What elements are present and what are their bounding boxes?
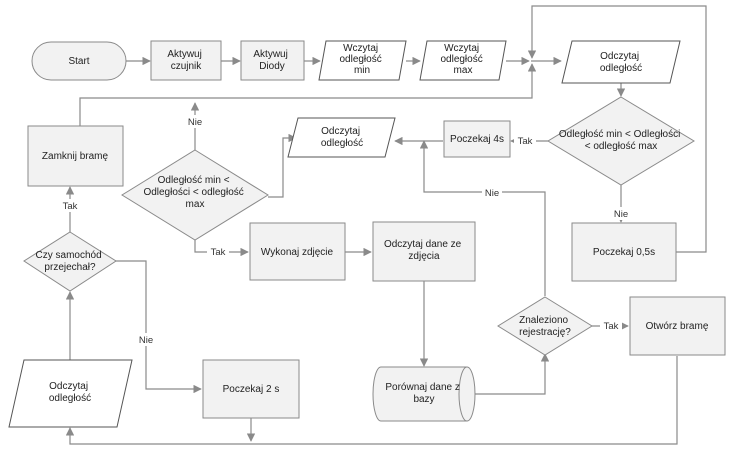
node-znaleziono-line1: Znaleziono [519, 315, 568, 326]
svg-text:Porównaj dane z bazy: Porównaj dane z bazy [385, 382, 462, 405]
node-wykonaj-zdjecie[interactable]: Wykonaj zdjęcie [249, 222, 346, 281]
node-odczytaj-top-line2: odległość [600, 63, 642, 74]
node-decision-mid[interactable]: Odległość min < Odległości < odległość m… [121, 149, 269, 241]
node-odczytaj-bottom-line2: odległość [49, 393, 91, 404]
node-odczytaj-mid-line1: Odczytaj [321, 126, 360, 137]
node-decision-right-line1: Odległość min < Odległości [559, 129, 680, 140]
node-decision-right-line2: < odległość max [585, 141, 658, 152]
edge-porownaj-to-znaleziono [475, 353, 550, 395]
node-odczytaj-dane-line1: Odczytaj dane ze [384, 239, 462, 250]
node-porownaj-line1: Porównaj dane z [385, 382, 460, 393]
node-wykonaj-zdjecie-label: Wykonaj zdjęcie [261, 247, 334, 258]
node-poczekaj-2s[interactable]: Poczekaj 2 s [202, 359, 300, 419]
node-wczytaj-min-line1: Wczytaj [343, 43, 378, 54]
node-wczytaj-max-line1: Wczytaj [444, 43, 479, 54]
node-odczytaj-dane[interactable]: Odczytaj dane ze zdjęcia [372, 221, 476, 282]
edge-label-nie-mid: Nie [188, 117, 202, 128]
node-aktywuj-diody-line1: Aktywuj [253, 49, 287, 60]
edge-label-tak-zdjecie: Tak [211, 247, 226, 258]
node-czy-samochod-line1: Czy samochód [36, 250, 102, 261]
node-otworz-brame-label: Otwórz bramę [646, 321, 709, 332]
edge-zamknij-to-merge [79, 63, 537, 126]
node-otworz-brame[interactable]: Otwórz bramę [629, 296, 726, 356]
node-decision-mid-line3: max [186, 199, 205, 210]
node-odczytaj-bottom-line1: Odczytaj [49, 381, 88, 392]
node-decision-mid-line1: Odległość min < [158, 175, 230, 186]
svg-text:Odczytaj dane ze zdjęcia: Odczytaj dane ze zdjęcia [384, 239, 464, 262]
node-znaleziono[interactable]: Znaleziono rejestrację? [497, 296, 593, 356]
svg-text:Wczytaj odległość: Wczytaj odległość max [440, 43, 485, 76]
edge-otworz-to-bottom [65, 356, 678, 445]
node-porownaj-line2: bazy [413, 394, 434, 405]
node-aktywuj-czujnik-line2: czujnik [171, 61, 203, 72]
svg-text:Odczytaj odległość: Odczytaj odległość [600, 51, 642, 74]
svg-text:Czy samochód przejechał?: Czy samochód przejechał? [36, 250, 105, 273]
node-zamknij-brame[interactable]: Zamknij bramę [27, 125, 124, 187]
node-aktywuj-czujnik[interactable]: Aktywuj czujnik [150, 40, 222, 81]
svg-text:Odległość min < Odległości: Odległość min < Odległości < odległość m… [559, 129, 683, 152]
edge-labels: Tak Nie Nie Tak Nie Tak Nie Tak [59, 115, 631, 346]
node-porownaj[interactable]: Porównaj dane z bazy [372, 366, 476, 422]
edge-poczekaj05-loop [527, 5, 707, 253]
edge-czy-nie [115, 260, 202, 394]
node-odczytaj-dane-line2: zdjęcia [408, 251, 440, 262]
node-zamknij-brame-label: Zamknij bramę [42, 151, 109, 162]
node-wczytaj-min-line3: min [354, 65, 370, 76]
node-wczytaj-max-line3: max [454, 65, 473, 76]
svg-text:Odległość min < Odległoś: Odległość min < Odległości < odległość m… [143, 175, 246, 210]
node-wczytaj-min[interactable]: Wczytaj odległość min [318, 40, 407, 81]
node-odczytaj-top-line1: Odczytaj [600, 51, 639, 62]
node-start[interactable]: Start [31, 41, 127, 81]
node-poczekaj-4s[interactable]: Poczekaj 4s [443, 120, 511, 158]
svg-text:Odczytaj odległość: Odczytaj odległość [49, 381, 91, 404]
node-decision-mid-line2: Odległości < odległość [143, 187, 243, 198]
edge-label-nie-05s: Nie [614, 209, 628, 220]
edge-label-tak-zamknij: Tak [63, 201, 78, 212]
node-czy-samochod-line2: przejechał? [44, 262, 96, 273]
node-wczytaj-min-line2: odległość [339, 54, 381, 65]
node-odczytaj-mid-line2: odległość [321, 138, 363, 149]
node-start-label: Start [68, 56, 89, 67]
edge-label-tak-otworz: Tak [604, 321, 619, 332]
node-aktywuj-czujnik-line1: Aktywuj [167, 49, 201, 60]
node-poczekaj-2s-label: Poczekaj 2 s [223, 384, 280, 395]
node-znaleziono-line2: rejestrację? [519, 327, 571, 338]
svg-text:Odczytaj odległość: Odczytaj odległość [321, 126, 363, 149]
edge-label-nie-znaleziono: Nie [485, 188, 499, 199]
edge-label-tak-4s: Tak [518, 136, 533, 147]
node-odczytaj-top[interactable]: Odczytaj odległość [561, 40, 681, 84]
node-odczytaj-bottom[interactable]: Odczytaj odległość [8, 359, 133, 428]
node-odczytaj-mid[interactable]: Odczytaj odległość [287, 117, 396, 158]
edge-mid-decision-tak [194, 240, 249, 257]
node-decision-right[interactable]: Odległość min < Odległości < odległość m… [547, 96, 695, 186]
node-poczekaj-05s-label: Poczekaj 0,5s [593, 247, 655, 258]
node-aktywuj-diody-line2: Diody [259, 61, 285, 72]
svg-text:Wczytaj odległość: Wczytaj odległość min [339, 43, 384, 76]
edge-label-nie-2s: Nie [139, 335, 153, 346]
node-wczytaj-max-line2: odległość [440, 54, 482, 65]
svg-text:Aktywuj czujnik: Aktywuj czujnik [167, 49, 204, 72]
svg-text:Znaleziono rejestrację?: Znaleziono rejestrację? [519, 315, 571, 338]
node-poczekaj-05s[interactable]: Poczekaj 0,5s [571, 222, 677, 282]
node-poczekaj-4s-label: Poczekaj 4s [450, 134, 504, 145]
node-aktywuj-diody[interactable]: Aktywuj Diody [240, 40, 305, 81]
edge-mid-decision-to-odczytaj-mid [268, 133, 297, 198]
node-czy-samochod[interactable]: Czy samochód przejechał? [23, 231, 117, 292]
node-wczytaj-max[interactable]: Wczytaj odległość max [419, 40, 507, 81]
svg-text:Aktywuj Diody: Aktywuj Diody [253, 49, 290, 72]
